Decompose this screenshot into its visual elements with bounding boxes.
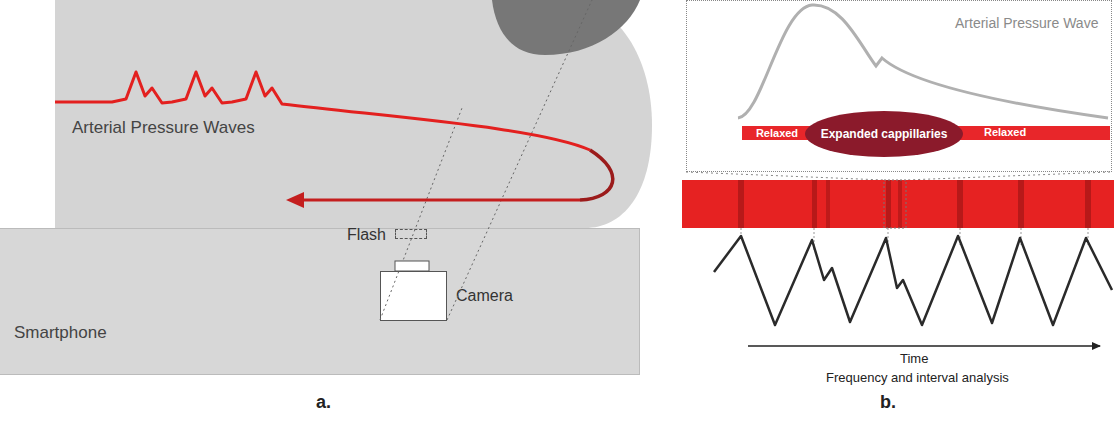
node-label: Relaxed (742, 126, 812, 140)
axis-label: Time (900, 351, 928, 366)
capillary-ellipse (805, 111, 963, 157)
pulse-waveform (714, 236, 1112, 325)
expanded-capillaries: Expanded cappillaries (805, 111, 963, 157)
node-label: Camera (456, 287, 513, 305)
zoom-box (884, 180, 906, 228)
node-label: Arterial Pressure Wave (955, 15, 1098, 31)
time-axis (748, 345, 1100, 347)
guide-line (814, 228, 815, 250)
band-stripe (957, 180, 963, 228)
relaxed-segment: Relaxed (741, 125, 813, 141)
panel-letter: a. (316, 392, 331, 413)
band-stripe (886, 180, 891, 228)
node-label: Flash (347, 226, 386, 244)
finger-nail (492, 0, 640, 55)
finger-outline (0, 0, 660, 228)
flash-window: Flash (395, 229, 427, 239)
node-label: Arterial Pressure Waves (72, 118, 255, 138)
guide-line (960, 228, 961, 245)
pressure-wave (738, 5, 1108, 118)
node-label: Expanded cappillaries (805, 111, 963, 157)
guide-line (741, 228, 742, 238)
panel-letter: b. (880, 392, 896, 413)
zoom-inset: Arterial Pressure WaveRelaxedExpanded ca… (686, 0, 1112, 172)
band-stripe (1085, 180, 1091, 228)
node-label: Smartphone (14, 323, 107, 343)
axis-label: Frequency and interval analysis (826, 370, 1009, 385)
band-stripe (812, 180, 817, 228)
zoom-line (906, 172, 1110, 180)
finger-shape: Arterial Pressure Waves (0, 0, 660, 228)
guide-line (888, 228, 889, 245)
finger-skin (55, 0, 652, 228)
band-stripe (1018, 180, 1024, 228)
capillary-band (682, 180, 1114, 228)
band-stripe (738, 180, 744, 228)
node-label: Relaxed (984, 126, 1026, 138)
smartphone-body: Smartphone FlashCamera (0, 228, 640, 375)
guide-line (1021, 228, 1022, 245)
camera-box: Camera (380, 271, 447, 321)
zoom-line (686, 172, 884, 180)
guide-line (1088, 228, 1089, 245)
relaxed-segment: Relaxed (955, 125, 1111, 141)
band-stripe (826, 180, 830, 228)
band-stripe (898, 180, 902, 228)
